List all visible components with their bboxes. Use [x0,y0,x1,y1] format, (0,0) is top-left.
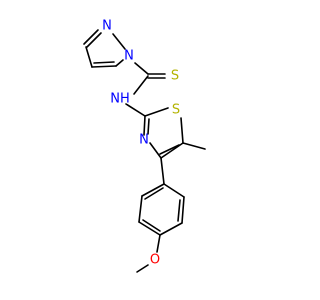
atom-label-n: N [124,49,134,64]
bond [86,32,102,48]
bond [159,222,183,236]
benzene-ring [138,183,185,236]
bond [138,221,161,236]
bond [112,33,126,50]
bond [160,157,165,185]
bond [83,29,99,45]
atom-label-s: S [171,69,179,84]
bond [93,61,115,64]
molecule-structure: N N S NH S N O [83,19,206,273]
bond [85,46,93,68]
methoxy-group [136,234,161,273]
thiocarbonyl-group [133,62,166,95]
bond [159,144,180,155]
bond [136,264,149,273]
bond [115,59,124,67]
bond [143,115,146,136]
bond [141,183,165,197]
bond [91,65,117,68]
atom-label-o: O [150,253,160,268]
methyl-bond [182,142,206,150]
bond [149,142,162,159]
atom-label-n: N [139,133,149,148]
bond [133,75,149,95]
bond [147,118,150,135]
bond [144,187,164,200]
bond [125,103,146,117]
bond [144,107,169,117]
atom-label-s: S [172,103,180,118]
imidazole-ring [83,29,126,68]
thiazole-ring [143,107,206,159]
bond [134,62,149,75]
bond [138,195,143,223]
atom-label-n: N [102,19,112,34]
bond [163,183,185,198]
bond [181,196,185,224]
bond [180,117,184,144]
atom-label-nh: NH [110,92,130,107]
bond [177,199,181,222]
bond [156,234,161,253]
molecule-diagram: N N S NH S N O [83,19,206,273]
bond [142,219,161,232]
